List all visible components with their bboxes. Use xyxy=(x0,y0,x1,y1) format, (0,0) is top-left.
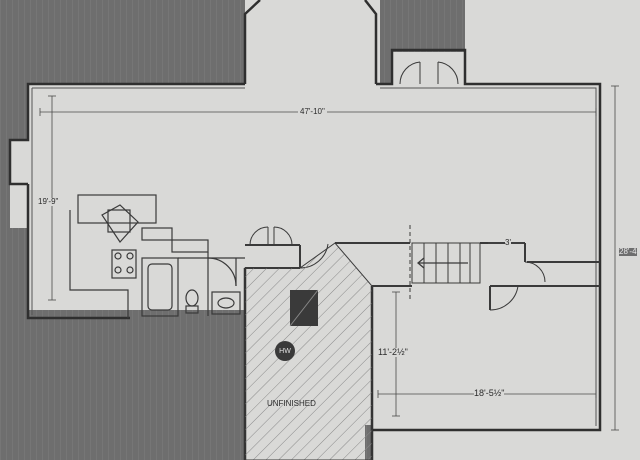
kitchen xyxy=(69,194,209,318)
french-doors xyxy=(399,61,459,85)
water-heater-label: HW xyxy=(279,347,291,355)
overall-width-label: 47'-10" xyxy=(298,107,327,116)
stairs xyxy=(409,225,481,300)
bedroom-height-label: 11'-2½" xyxy=(378,347,408,357)
bedroom-door xyxy=(489,285,519,311)
stair-width-label: 3' xyxy=(505,238,511,247)
left-height-label: 19'-9" xyxy=(38,197,59,206)
exterior-walls-inner xyxy=(31,87,597,426)
unfinished-hatch xyxy=(245,243,372,460)
right-height-label: 28'-4 xyxy=(619,247,637,256)
water-heater: HW xyxy=(275,341,295,361)
bathroom xyxy=(141,252,245,317)
closet-door-right xyxy=(524,261,546,283)
unfinished-label: UNFINISHED xyxy=(267,399,316,408)
bedroom-width-label: 18'-5½" xyxy=(474,388,505,398)
paper-area xyxy=(10,0,640,460)
